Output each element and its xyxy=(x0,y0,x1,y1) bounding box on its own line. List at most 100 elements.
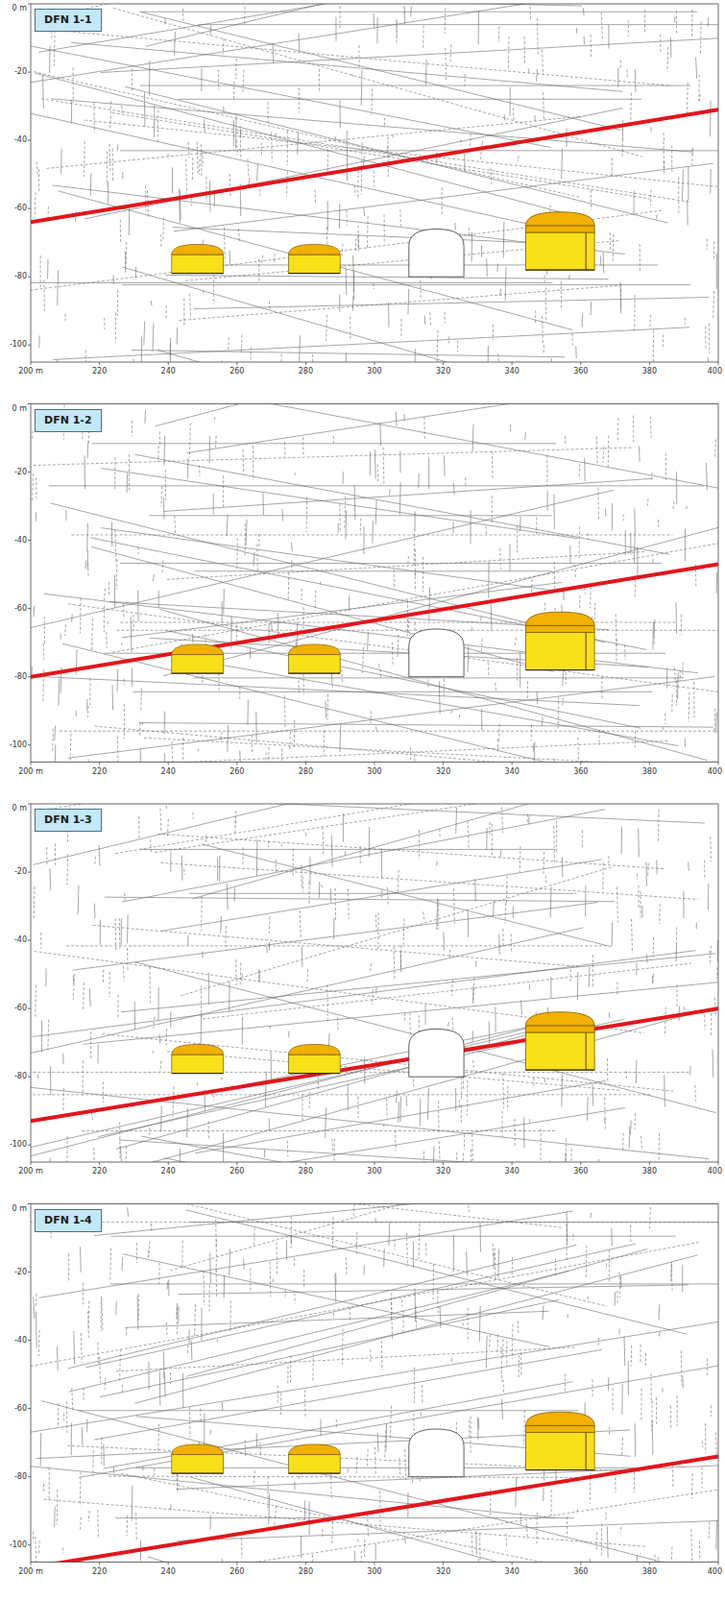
fracture-line xyxy=(159,808,162,832)
fracture-line xyxy=(604,508,607,517)
fracture-line xyxy=(707,883,709,911)
fracture-line xyxy=(327,149,329,175)
fracture-line xyxy=(229,1300,231,1331)
fracture-line xyxy=(619,282,622,315)
fracture-line xyxy=(30,1071,690,1073)
panel-title: DFN 1-2 xyxy=(44,413,93,428)
fracture-line xyxy=(509,87,511,117)
axis-label: 220 xyxy=(92,767,107,777)
fracture-line xyxy=(529,984,531,990)
fracture-line xyxy=(160,862,698,899)
fracture-line xyxy=(38,169,40,193)
fracture-line xyxy=(277,612,280,637)
fracture-line xyxy=(117,144,119,151)
fracture-line xyxy=(545,875,548,885)
axis-label: 280 xyxy=(298,767,314,777)
fracture-line xyxy=(590,34,593,58)
fracture-line xyxy=(300,1535,302,1558)
axis-label: 400 xyxy=(707,767,723,777)
axis-tick xyxy=(27,276,31,278)
fracture-line xyxy=(674,16,676,23)
fracture-line xyxy=(413,529,416,565)
axis-tick xyxy=(27,471,31,473)
fracture-line xyxy=(163,435,166,465)
axis-tick xyxy=(649,1562,651,1566)
fracture-line xyxy=(675,602,677,634)
fracture-line xyxy=(460,1076,462,1099)
fracture-line xyxy=(268,1025,270,1031)
fracture-line xyxy=(662,334,665,348)
fracture-line xyxy=(551,358,553,363)
fracture-line xyxy=(710,1008,712,1037)
fracture-line xyxy=(349,1306,351,1320)
fracture-line xyxy=(371,520,373,544)
fracture-line xyxy=(694,1085,697,1102)
fracture-line xyxy=(164,478,653,511)
fracture-line xyxy=(82,1282,84,1305)
fracture-line xyxy=(647,863,650,877)
fracture-line xyxy=(148,1127,151,1137)
fracture-line xyxy=(361,160,363,195)
fracture-line xyxy=(644,9,646,33)
fracture-line xyxy=(385,1423,387,1450)
fracture-line xyxy=(233,120,235,146)
fracture-line xyxy=(645,1353,647,1367)
fracture-line xyxy=(145,3,591,47)
fracture-line xyxy=(101,1006,719,1162)
fracture-line xyxy=(35,511,37,521)
axis-label: 380 xyxy=(642,1166,657,1177)
fracture-line xyxy=(163,497,166,519)
fracture-line xyxy=(357,1539,359,1544)
fracture-line xyxy=(640,1388,642,1422)
fracture-line xyxy=(138,1293,140,1320)
fracture-line xyxy=(453,483,456,496)
axis-label: 360 xyxy=(573,366,588,377)
fracture-line xyxy=(685,506,688,510)
fracture-line xyxy=(202,150,204,167)
fracture-line xyxy=(665,453,667,483)
fracture-line xyxy=(39,1210,574,1298)
fracture-line xyxy=(303,674,305,695)
fracture-line xyxy=(345,210,347,226)
fracture-line xyxy=(94,1349,603,1440)
fracture-line xyxy=(44,593,699,673)
fracture-line xyxy=(527,814,529,824)
fracture-line xyxy=(469,133,472,147)
fracture-line xyxy=(57,678,60,706)
fracture-line xyxy=(508,543,510,572)
cavern-crown xyxy=(526,1012,596,1026)
fracture-line xyxy=(601,12,604,42)
fracture-line xyxy=(589,1558,591,1562)
fracture-line xyxy=(680,614,682,635)
fracture-line xyxy=(645,861,648,886)
fracture-line xyxy=(410,747,411,762)
fracture-line xyxy=(84,560,87,570)
fracture-line xyxy=(40,255,42,290)
fracture-line xyxy=(138,723,714,728)
fracture-line xyxy=(481,245,483,258)
fracture-line xyxy=(519,516,522,532)
axis-tick xyxy=(168,1161,170,1165)
fracture-line xyxy=(100,468,579,539)
fracture-line xyxy=(601,676,603,700)
fracture-line xyxy=(406,1232,409,1256)
fracture-line xyxy=(331,1521,334,1545)
fracture-line xyxy=(713,241,715,260)
fracture-line xyxy=(241,973,243,984)
axis-label: 320 xyxy=(435,767,451,777)
fracture-line xyxy=(338,5,340,30)
axis-label: 260 xyxy=(229,767,244,777)
fracture-line xyxy=(168,1279,170,1296)
fracture-line xyxy=(566,1313,568,1318)
fracture-line xyxy=(487,662,490,677)
fracture-line xyxy=(485,526,487,536)
fracture-line xyxy=(296,131,299,154)
fracture-line xyxy=(290,542,293,553)
axis-tick xyxy=(374,1562,376,1566)
fracture-line xyxy=(265,945,268,953)
fracture-line xyxy=(374,449,377,480)
fracture-line xyxy=(85,1243,636,1368)
fracture-line xyxy=(471,1535,474,1556)
fracture-line xyxy=(338,203,340,229)
fracture-line xyxy=(370,88,373,115)
